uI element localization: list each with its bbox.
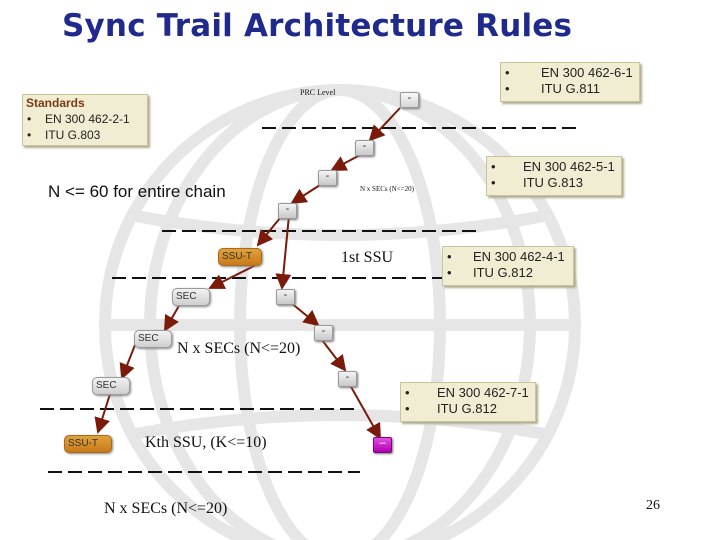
arrow-sec-to-sec-3 xyxy=(164,303,181,332)
globe-watermark xyxy=(99,84,581,540)
n-secs-mid-label: N x SECs (N<=20) xyxy=(177,340,301,357)
arrow-ssu-to-sec xyxy=(208,263,259,289)
prc-clock-node: - xyxy=(400,92,419,108)
kth-ssu-standard-item: EN 300 462-7-1 xyxy=(401,385,535,401)
first-ssu-label: 1st SSU xyxy=(341,249,394,266)
ssu-t-node: SSU-T xyxy=(64,435,112,453)
standards-item: ITU G.803 xyxy=(23,127,147,143)
kth-ssu-standard-item: ITU G.812 xyxy=(401,401,535,417)
sec-node-cube: - xyxy=(276,289,295,305)
standards-heading: Standards xyxy=(26,96,85,110)
sec-node-cube: - xyxy=(314,325,333,341)
sec-standard-item: EN 300 462-5-1 xyxy=(487,159,621,175)
prc-standard-item: ITU G.811 xyxy=(501,81,639,97)
arrow-branch-2 xyxy=(289,301,320,327)
arrow-prc-to-sec xyxy=(368,107,401,142)
arrow-branch-3 xyxy=(321,339,347,372)
arrow-branch-4 xyxy=(349,384,381,440)
ssu-standard-item: ITU G.812 xyxy=(443,265,573,281)
ssu-standard-item: EN 300 462-4-1 xyxy=(443,249,573,265)
arrow-sec-to-sec xyxy=(330,154,361,171)
page-title: Sync Trail Architecture Rules xyxy=(62,8,573,44)
prc-standards-box: EN 300 462-6-1 ITU G.811 xyxy=(500,62,640,102)
sec-node: SEC xyxy=(92,377,130,395)
ssu-standards-box: EN 300 462-4-1 ITU G.812 xyxy=(442,246,574,286)
kth-ssu-standards-box: EN 300 462-7-1 ITU G.812 xyxy=(400,382,536,422)
chain-arrows xyxy=(94,107,401,440)
arrow-sec-to-sec-2 xyxy=(290,184,321,205)
arrow-sec-to-ssu-2 xyxy=(94,393,111,434)
standards-item: EN 300 462-2-1 xyxy=(23,111,147,127)
ssu-t-node: SSU-T xyxy=(218,248,262,266)
sec-node-cube: - xyxy=(318,170,337,186)
sec-node: SEC xyxy=(172,288,210,306)
sec-node: SEC xyxy=(134,330,172,348)
standards-box: Standards EN 300 462-2-1 ITU G.803 xyxy=(22,94,148,146)
kth-ssu-label: Kth SSU, (K<=10) xyxy=(145,434,267,451)
arrow-sec-to-sec-4 xyxy=(119,344,136,380)
arrow-sec-to-ssu xyxy=(256,217,281,247)
page-number: 26 xyxy=(646,498,660,513)
sec-standards-box: EN 300 462-5-1 ITU G.813 xyxy=(486,156,622,196)
prc-standard-item: EN 300 462-6-1 xyxy=(501,65,639,81)
sec-node-cube: - xyxy=(355,140,374,156)
n-secs-small-label: N x SECs (N<=20) xyxy=(360,185,414,193)
prc-level-label: PRC Level xyxy=(300,88,336,97)
kth-ssu-node-cube: – xyxy=(373,437,392,453)
sec-node-cube: - xyxy=(278,203,297,219)
sec-standard-item: ITU G.813 xyxy=(487,175,621,191)
chain-rule-label: N <= 60 for entire chain xyxy=(48,182,226,201)
sec-node-cube: - xyxy=(338,371,357,387)
n-secs-bottom-label: N x SECs (N<=20) xyxy=(104,500,228,517)
